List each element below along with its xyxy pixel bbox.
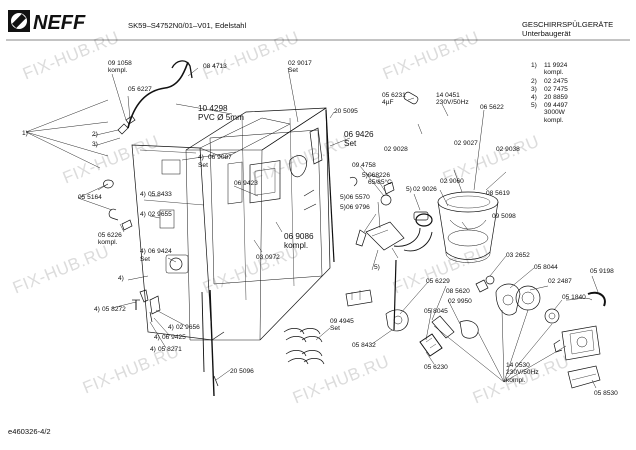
model-title: SK59–S4752N0/01–V01, Edelstahl [128,21,247,30]
part-label-prefix: 4) [168,324,174,331]
svg-text:NEFF: NEFF [33,12,86,34]
part-label: 05 6227 [128,86,152,93]
part-label: 06 9424 [148,248,172,255]
part-label: 02 9026 [413,186,437,193]
part-label: 06 5622 [480,104,504,111]
legend-value: 11 9924 kompl. [544,62,568,77]
part-label: 20 5096 [230,368,254,375]
legend-key: 5) [531,102,537,109]
part-label: 02 9950 [448,298,472,305]
part-label: 02 9038 [496,146,520,153]
legend-key: 1) [531,62,537,69]
legend-key: 3) [531,86,537,93]
callout-label: 4) [118,275,124,282]
part-label: 09 5098 [492,213,516,220]
part-label: 06 9423 [234,180,258,187]
part-label: 05 1840 [562,294,586,301]
part-label-prefix: 4) [198,154,204,161]
drawing-id: e460326-4/2 [8,427,51,436]
part-label-prefix: 4) [154,334,160,341]
part-label: 05 5164 [78,194,102,201]
part-label: 05 6230 [424,364,448,371]
part-label: 02 9027 [454,140,478,147]
part-label-prefix: 5) [406,186,412,193]
part-label: 05 8044 [534,264,558,271]
part-label: 03 0972 [256,254,280,261]
part-label: 05 6231 4µF [382,92,406,107]
part-label: 02 2487 [548,278,572,285]
part-label-prefix: 4) [140,248,146,255]
part-label: 02 9060 [440,178,464,185]
category-title: GESCHIRRSPÜLGERÄTE [522,20,614,29]
part-label-prefix: 5) [340,204,346,211]
part-label: 09 4758 [352,162,376,169]
callout-label: 1) [22,130,28,137]
part-label-prefix: 4) [150,346,156,353]
part-label-prefix: 4) [140,191,146,198]
part-label: 05 8272 [102,306,126,313]
part-label: 14 0530 230V/50Hz kompl. [506,362,539,384]
part-label-suffix: Set [140,256,150,263]
part-label: 06 5570 [346,194,370,201]
part-label: 09 4945 Set [330,318,354,333]
legend-key: 4) [531,94,537,101]
part-label-prefix: 4) [140,211,146,218]
part-label: 06 9087 [208,154,232,161]
part-label: 05 6229 [426,278,450,285]
legend-key: 2) [531,78,537,85]
part-label: 05 8271 [158,346,182,353]
part-label-prefix: 4) [94,306,100,313]
part-label: 068226 65/85°C [368,172,392,187]
part-label-prefix: 5) [362,172,368,179]
part-label: 14 0451 230V/50Hz [436,92,469,107]
legend-value: 02 2475 [544,78,568,85]
part-label: 05 8432 [352,342,376,349]
part-label: 05 9198 [590,268,614,275]
category-subtitle: Unterbaugerät [522,29,571,38]
part-label: 05 8045 [424,308,448,315]
part-label: 06 9086 kompl. [284,232,314,250]
part-label: 02 9656 [176,324,200,331]
part-label: 02 9017 Set [288,60,312,75]
part-label: 06 9796 [346,204,370,211]
callout-label: 5) [374,264,380,271]
part-label: 09 1058 kompl. [108,60,132,75]
part-label: 08 5619 [486,190,510,197]
part-label: 05 6226 kompl. [98,232,122,247]
callout-label: 3) [92,141,98,148]
part-label: 05 8530 [594,390,618,397]
part-label: 03 2652 [506,252,530,259]
part-label: 08 5620 [446,288,470,295]
part-label: 08 4713 [203,63,227,70]
part-label: 02 9655 [148,211,172,218]
part-label: 06 9426 Set [344,130,374,148]
callout-label: 2) [92,131,98,138]
part-label-suffix: Set [198,162,208,169]
part-label: 06 9425 [162,334,186,341]
neff-logo: NEFF [8,10,98,34]
part-label-prefix: 5) [340,194,346,201]
legend-value: 02 7475 [544,86,568,93]
legend-value: 20 8859 [544,94,568,101]
part-label: 10 4298 PVC Ø 5mm [198,104,244,122]
part-label: 20 5095 [334,108,358,115]
legend-value: 09 4497 3000W kompl. [544,102,568,124]
part-label: 02 9028 [384,146,408,153]
part-label: 05 8433 [148,191,172,198]
